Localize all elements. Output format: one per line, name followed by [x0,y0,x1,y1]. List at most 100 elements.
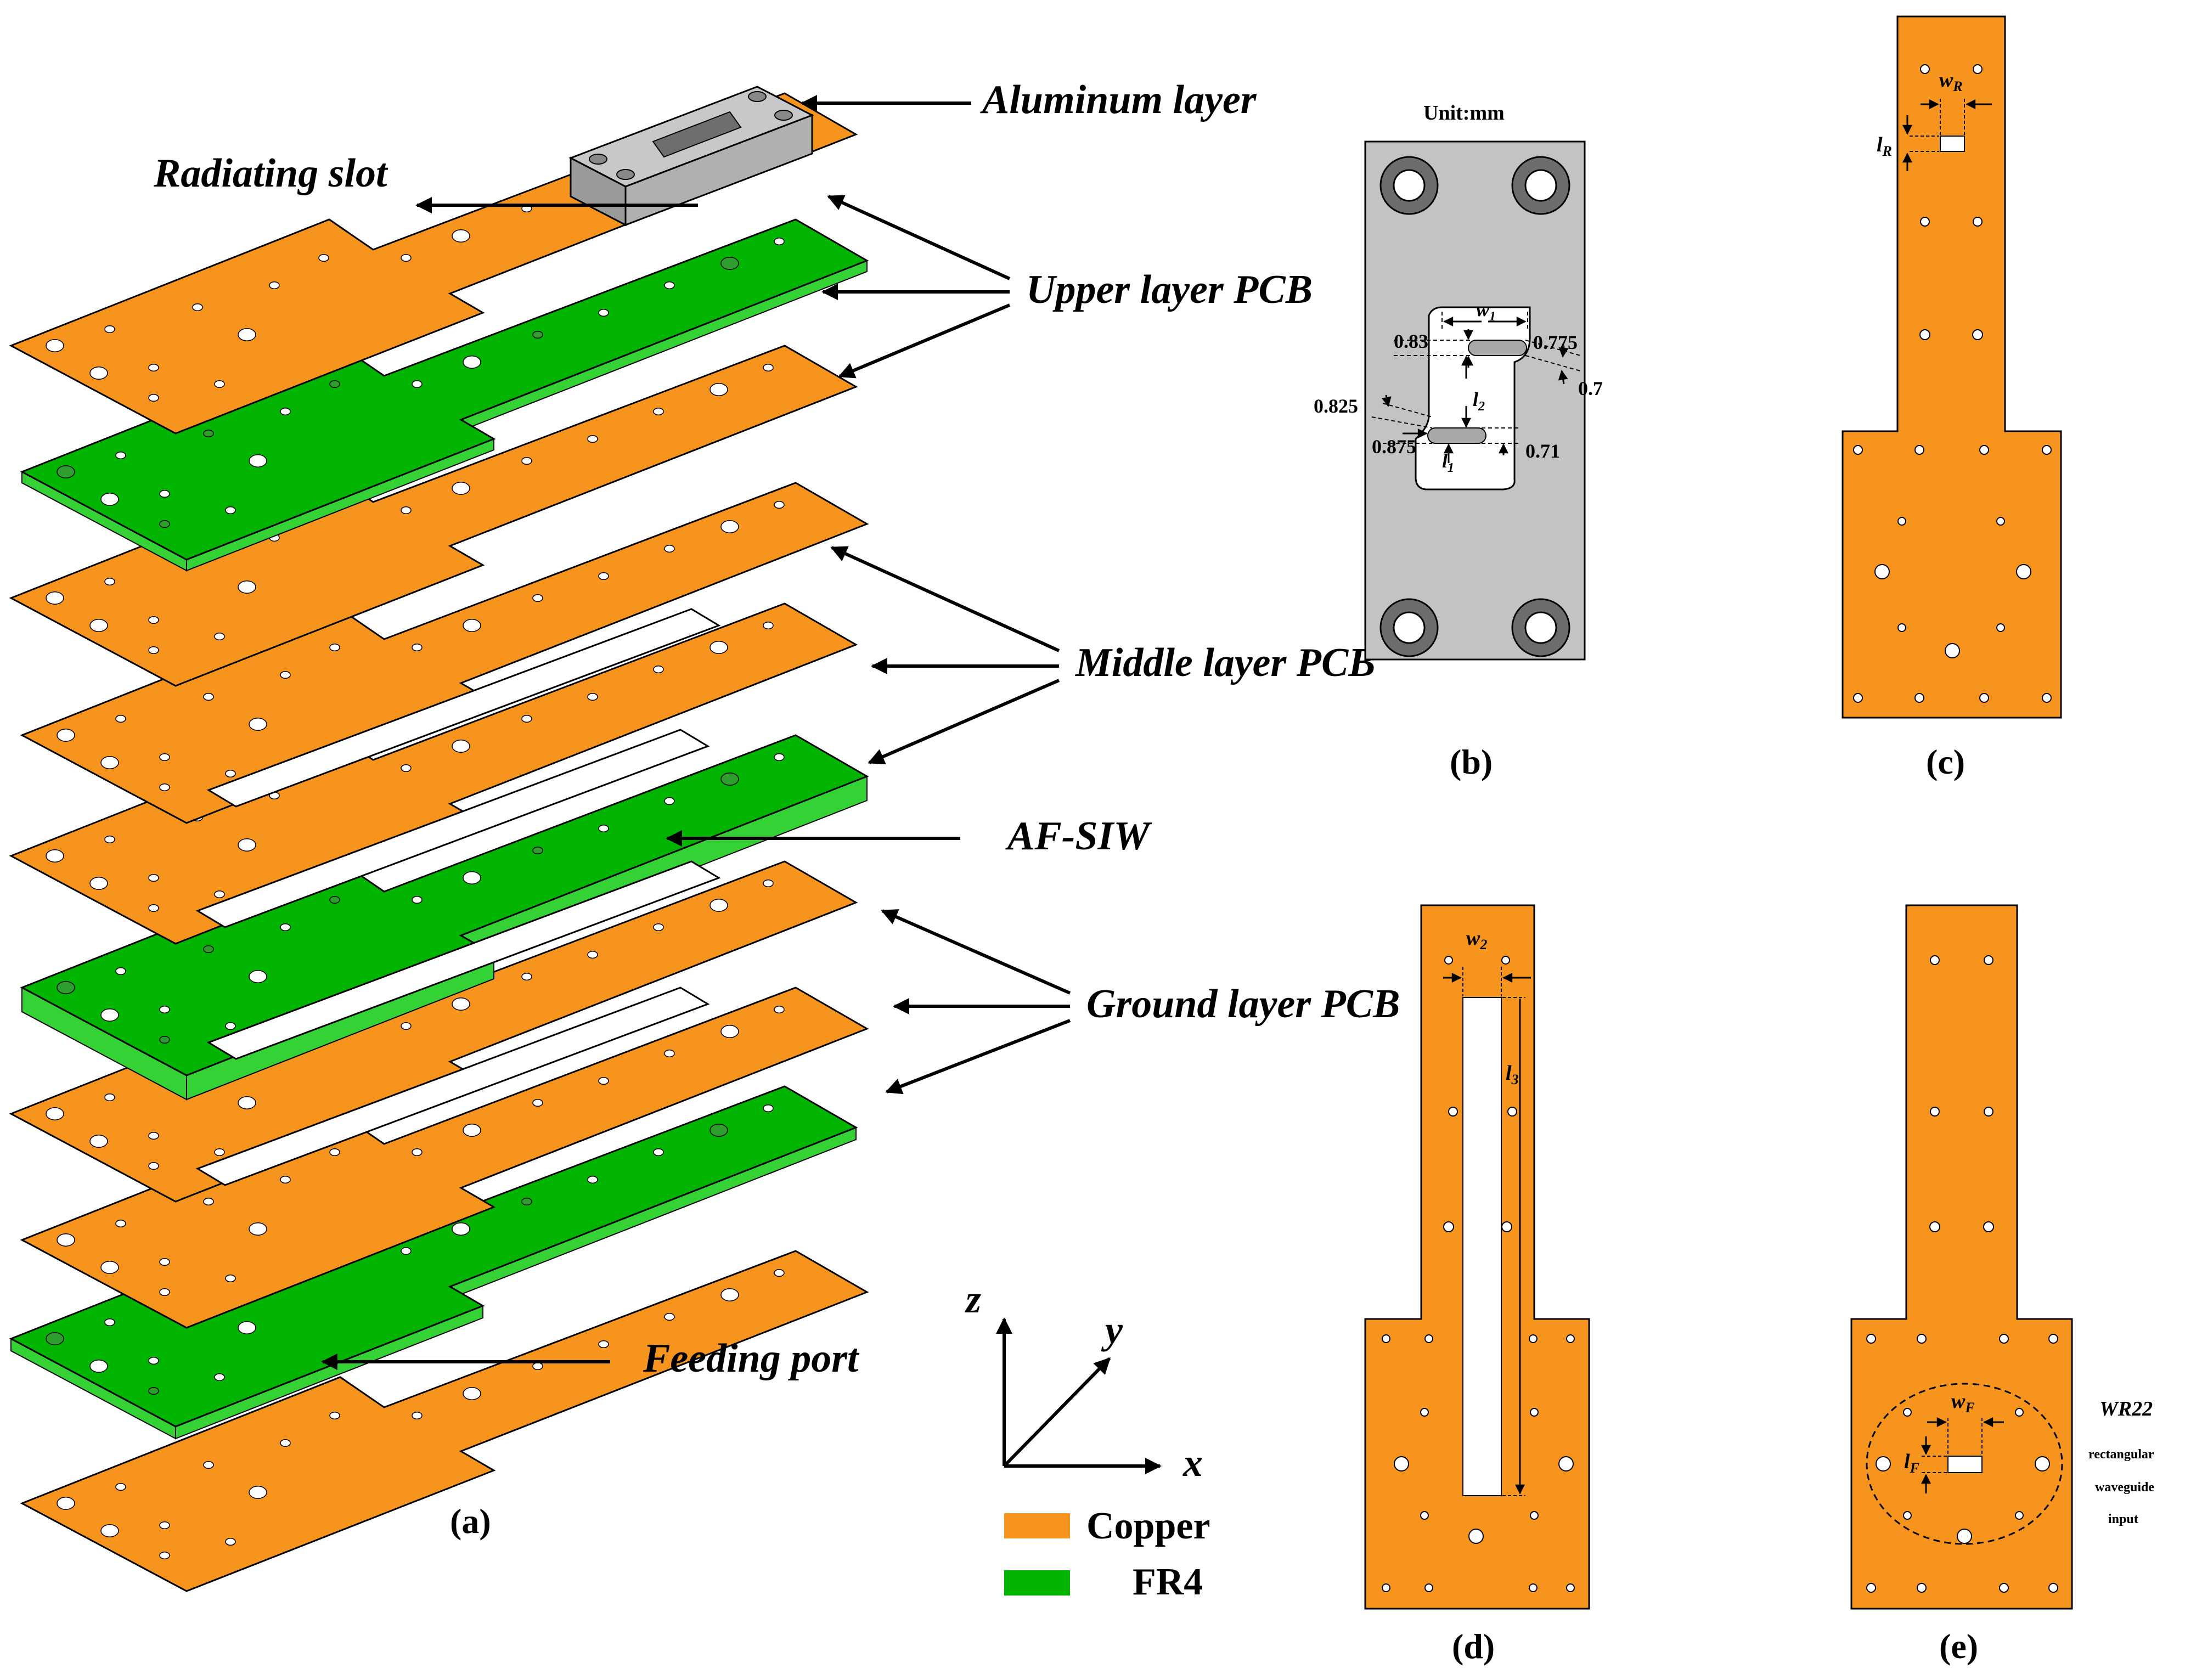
via-hole [452,1222,470,1236]
via-hole [1914,693,1924,703]
via-hole [100,493,119,506]
via-hole [148,616,159,624]
siw-slot-cutout [195,729,710,928]
via-hole [452,997,470,1011]
upper-layer-fr4 [20,218,869,572]
via-hole [148,904,159,912]
step-lower [1427,427,1486,444]
via-hole [532,1362,543,1371]
radiating-slot-rect [1940,136,1965,152]
via-hole [412,643,423,652]
via-hole [225,769,236,778]
via-hole [532,1098,543,1107]
panel-label-d: (d) [1452,1627,1495,1666]
aluminum-screw-hole [589,154,607,165]
via-hole [148,1356,159,1365]
via-hole [1984,955,1993,965]
via-hole [763,1104,774,1113]
via-hole [1984,1107,1993,1117]
via-hole [1945,643,1960,658]
af-siw-copper [9,860,858,1203]
dim-0-775: 0.775 [1533,331,1578,353]
via-hole [598,824,609,833]
dimension-lines-b [1371,312,1581,444]
via-hole [89,367,108,380]
via-hole [1979,693,1989,703]
via-hole [774,500,785,509]
af-siw-channel [1462,997,1502,1496]
x-axis-label: x [1182,1441,1203,1485]
label-radiating-slot: Radiating slot [153,151,388,196]
via-hole [329,380,340,388]
via-hole [100,756,119,769]
dim-0-71: 0.71 [1525,440,1560,462]
dim-l3: l3 [1506,1062,1519,1087]
via-hole [238,838,256,852]
via-hole [159,783,170,792]
legend-swatch-copper [1004,1513,1070,1538]
via-hole [521,972,532,981]
via-hole [148,873,159,882]
via-hole [1929,1221,1940,1232]
via-hole [238,1096,256,1109]
via-hole [159,1035,170,1044]
dim-arrows-e [1921,1417,2004,1493]
via-hole [412,380,423,388]
legend-swatch-fr4 [1004,1570,1070,1596]
via-hole [774,1269,785,1277]
panel-e: wF lF WR22 rectangular waveguide input (… [1850,904,2154,1666]
siw-slot-cutout [206,608,721,808]
panel-label-c: (c) [1926,742,1965,781]
aluminum-side-face [624,114,813,227]
via-hole [148,1162,159,1170]
via-hole [720,773,739,786]
via-hole [1996,517,2005,526]
via-hole [280,1175,291,1184]
via-hole [401,506,412,515]
via-hole [249,718,267,731]
via-hole [587,435,598,443]
panel-label-e: (e) [1939,1627,1978,1666]
via-hole [238,328,256,341]
via-hole [653,1148,664,1157]
via-hole [159,520,170,528]
via-hole [2015,1408,2024,1417]
via-hole [89,619,108,632]
via-hole [115,967,126,976]
via-hole [1917,1334,1927,1344]
via-hole [159,489,170,498]
via-hole [720,257,739,270]
dim-0-83: 0.83 [1394,330,1428,352]
via-hole [225,506,236,515]
via-hole [664,797,675,805]
aluminum-slot-recess [652,111,742,158]
via-hole [1420,1408,1429,1417]
via-hole [463,619,481,632]
via-hole [1876,1456,1891,1472]
exploded-layer-stack [9,92,869,1592]
via-hole [763,879,774,888]
via-hole [148,1386,159,1395]
via-hole [412,895,423,904]
via-hole [763,621,774,630]
via-hole [1424,1583,1433,1592]
via-hole [653,665,664,674]
via-hole [587,1175,598,1184]
via-hole [653,407,664,416]
arrow-ground-3 [885,1019,1071,1095]
via-hole [1999,1334,2009,1344]
via-hole [1930,955,1940,965]
via-hole [532,846,543,855]
via-hole [1566,1583,1575,1592]
via-hole [57,1497,75,1510]
via-hole [329,1411,340,1420]
via-hole [148,393,159,402]
via-hole [401,764,412,773]
via-hole [452,740,470,753]
via-hole [412,1411,423,1420]
via-hole [192,303,203,312]
via-hole [104,325,115,334]
via-hole [89,1360,108,1373]
via-hole [1917,1583,1927,1593]
